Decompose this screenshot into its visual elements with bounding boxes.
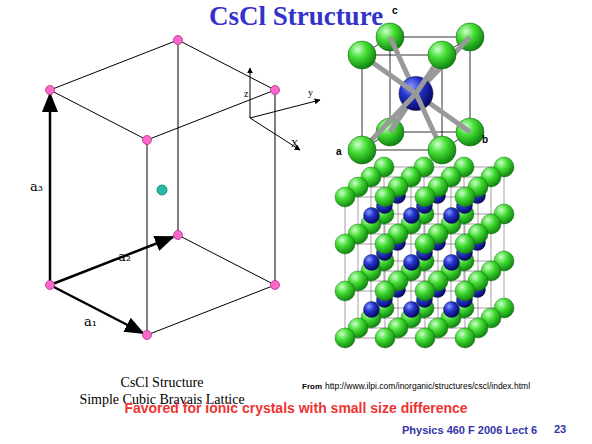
cs-atom bbox=[364, 302, 380, 318]
cl-atom bbox=[335, 328, 355, 348]
axes bbox=[250, 68, 320, 150]
vector-label: a₂ bbox=[118, 250, 131, 264]
page-number: 23 bbox=[554, 423, 566, 435]
axis-label: b bbox=[482, 134, 488, 145]
cl-atom bbox=[335, 281, 355, 301]
cs-atom bbox=[364, 208, 380, 224]
figure-caption: CsCl Structure bbox=[121, 375, 204, 390]
cl-atom bbox=[348, 41, 376, 69]
cs-atom bbox=[444, 255, 460, 271]
axis-label: y bbox=[308, 87, 313, 98]
cs-atom bbox=[404, 208, 420, 224]
cl-atom bbox=[375, 281, 395, 301]
source-prefix: From bbox=[302, 383, 322, 392]
slide-title: CsCl Structure bbox=[209, 2, 383, 32]
cs-atom bbox=[444, 302, 460, 318]
footer: Physics 460 F 2006 Lect 6 bbox=[402, 424, 537, 436]
vector-label: a₃ bbox=[30, 180, 43, 194]
axis-label: X bbox=[291, 138, 298, 149]
cl-atom bbox=[415, 187, 435, 207]
axis-label: a bbox=[336, 146, 342, 157]
cl-atom bbox=[455, 328, 475, 348]
cl-atom bbox=[348, 136, 376, 164]
slide-caption: Favored for ionic crystals with small si… bbox=[124, 401, 467, 416]
cl-atom bbox=[455, 234, 475, 254]
source-url: http://www.ilpi.com/inorganic/structures… bbox=[325, 382, 530, 391]
cs-atom bbox=[404, 302, 420, 318]
cl-atom bbox=[375, 187, 395, 207]
cs-atom bbox=[404, 255, 420, 271]
cl-atom bbox=[428, 136, 456, 164]
cs-atom bbox=[364, 255, 380, 271]
cl-atom bbox=[375, 234, 395, 254]
body-center-atom bbox=[157, 185, 167, 195]
cl-atom bbox=[415, 328, 435, 348]
cs-atom bbox=[444, 208, 460, 224]
cl-atom bbox=[335, 187, 355, 207]
cl-atom bbox=[455, 187, 475, 207]
axis-label: z bbox=[244, 88, 248, 99]
cl-atom bbox=[335, 234, 355, 254]
cl-atom bbox=[415, 234, 435, 254]
cube-edges bbox=[50, 40, 275, 335]
cl-atom bbox=[455, 281, 475, 301]
lattice-vectors bbox=[50, 94, 173, 333]
lattice-model bbox=[335, 157, 514, 348]
cl-atom bbox=[428, 41, 456, 69]
cl-atom bbox=[415, 281, 435, 301]
axis-label: c bbox=[392, 5, 398, 16]
bond bbox=[416, 37, 470, 94]
unit-cell-model bbox=[348, 23, 484, 164]
lattice-points bbox=[46, 36, 280, 340]
cl-atom bbox=[375, 328, 395, 348]
vector-label: a₁ bbox=[84, 315, 97, 329]
